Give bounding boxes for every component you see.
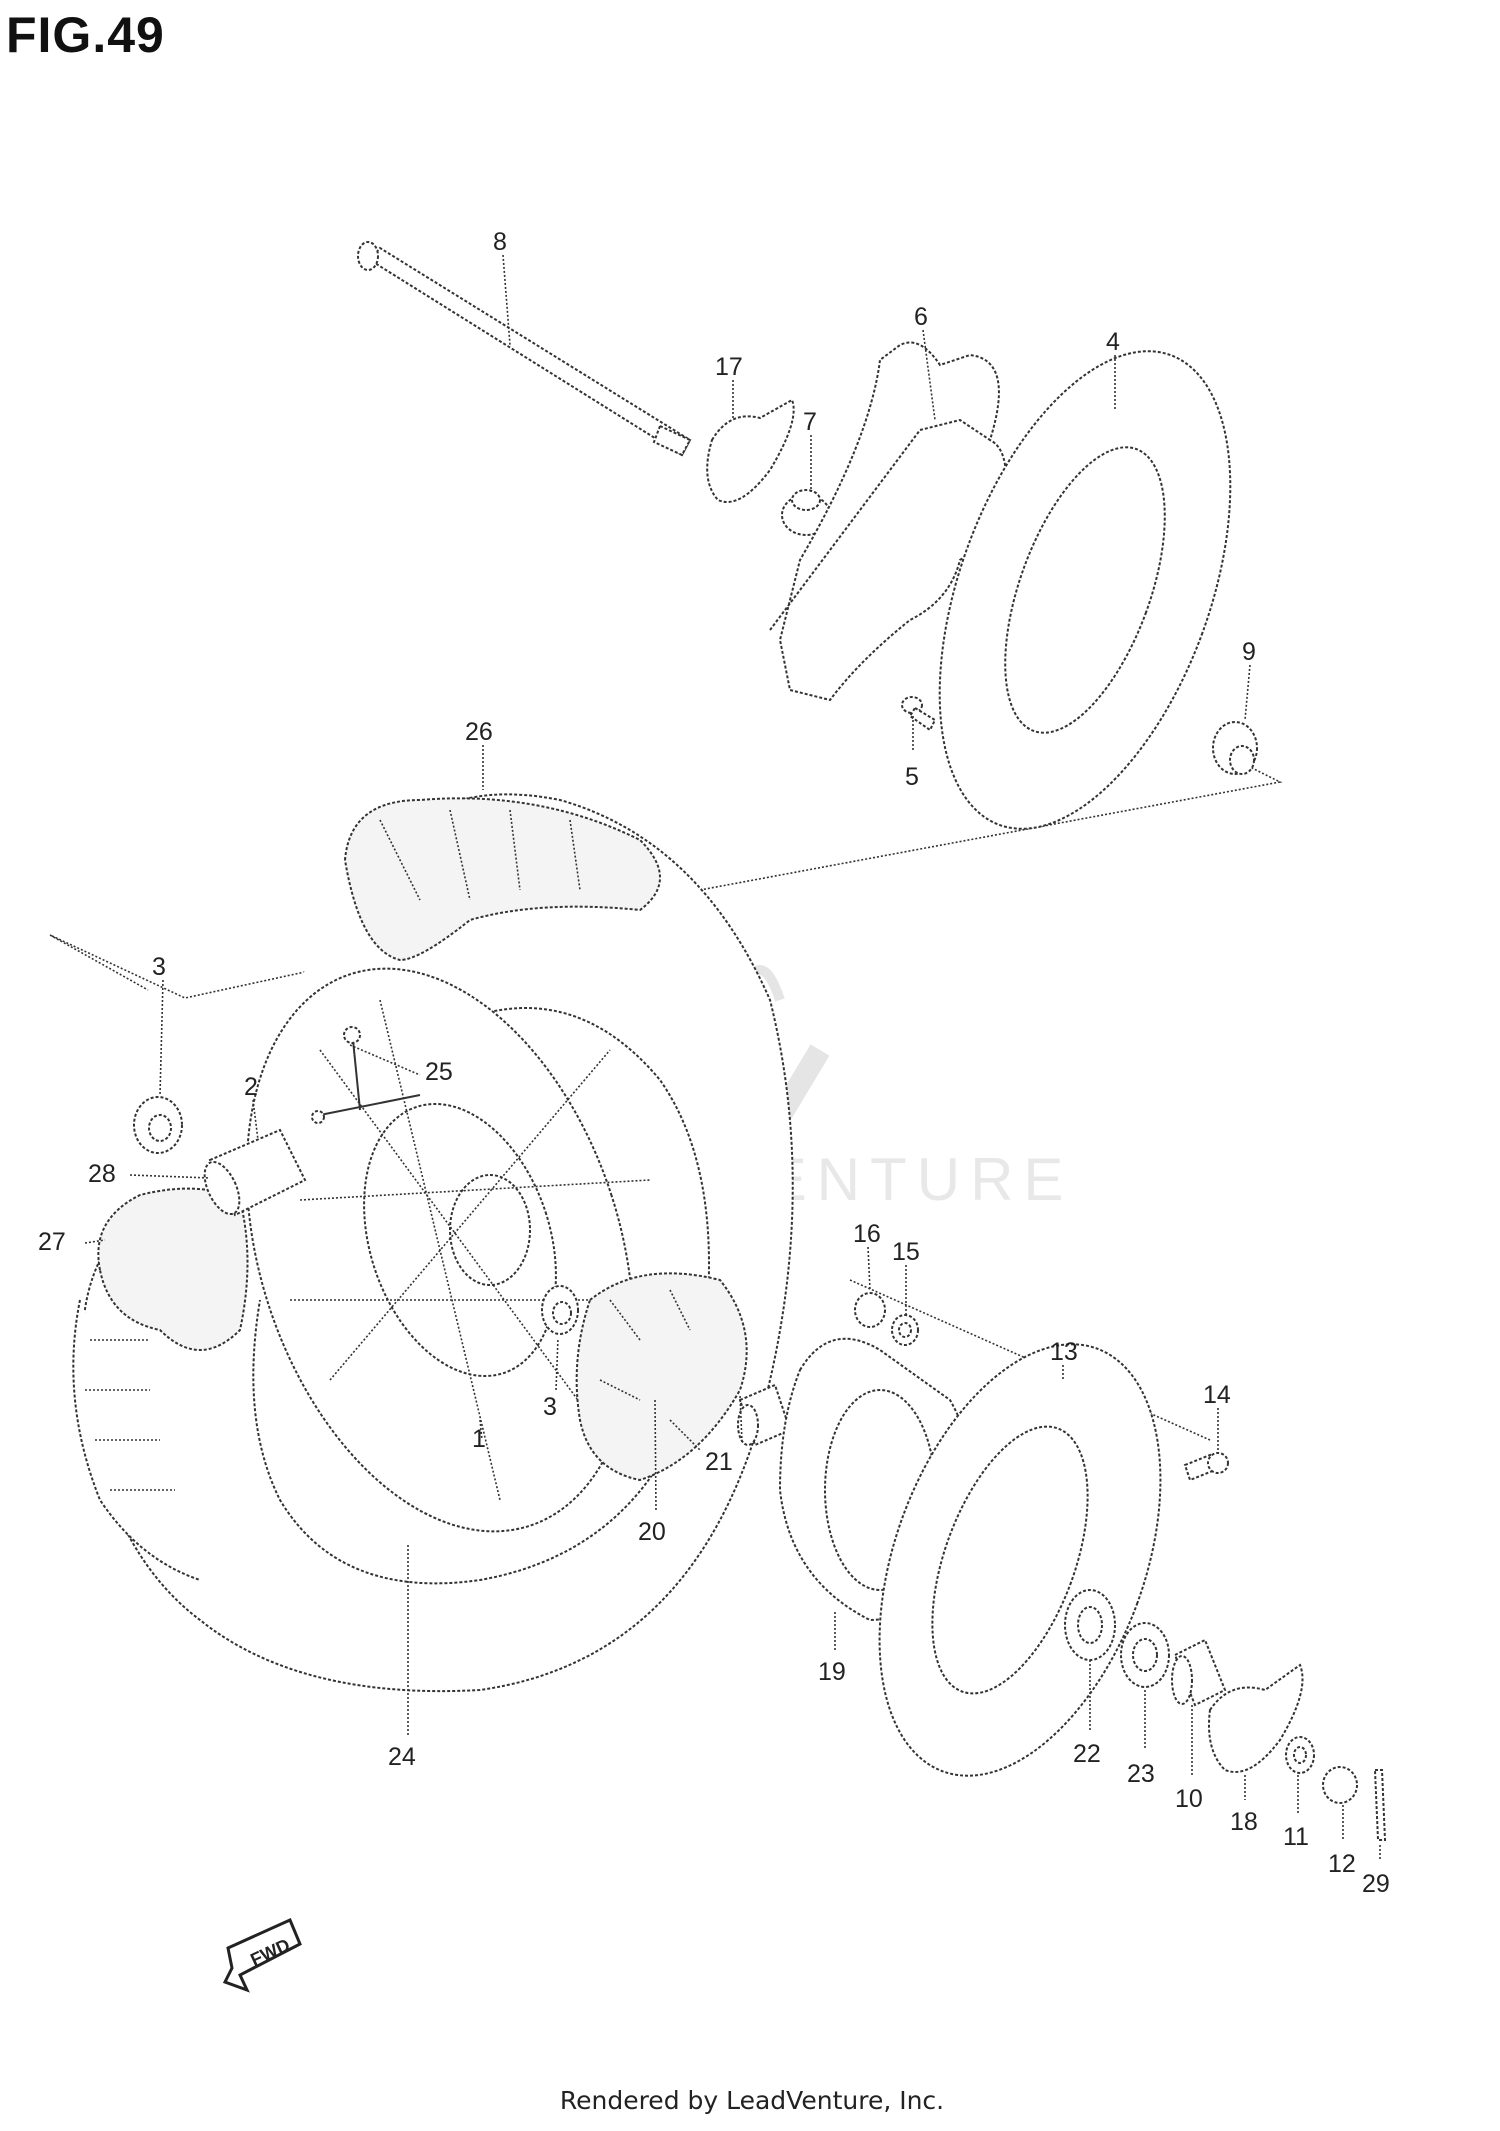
callout-13: 13 xyxy=(1050,1338,1078,1366)
chain-adjuster-part-18 xyxy=(1208,1663,1304,1773)
bearing-part-3-left xyxy=(133,1096,183,1154)
callout-labels: 8 17 7 6 4 5 9 26 3 2 25 28 27 3 1 20 21… xyxy=(38,228,1390,1898)
callout-15: 15 xyxy=(892,1238,920,1266)
callout-10: 10 xyxy=(1175,1785,1203,1813)
bearing-part-22 xyxy=(1064,1589,1116,1661)
bolt-part-5 xyxy=(901,696,937,732)
forward-direction-arrow: FWD xyxy=(222,1917,302,1993)
footer-text: Rendered by LeadVenture, Inc. xyxy=(559,2086,945,2115)
axle-part-8 xyxy=(357,241,692,457)
sprocket-part-13 xyxy=(878,1343,1162,1777)
nut-part-12 xyxy=(1322,1766,1358,1804)
callout-18: 18 xyxy=(1230,1808,1258,1836)
callout-3-left: 3 xyxy=(152,953,166,981)
callout-29: 29 xyxy=(1362,1870,1390,1898)
tube-part-27 xyxy=(97,1187,249,1351)
figure-title: FIG.49 xyxy=(6,7,165,63)
callout-16: 16 xyxy=(853,1220,881,1248)
oil-seal-part-23 xyxy=(1120,1622,1170,1688)
spacer-part-2 xyxy=(203,1128,307,1217)
callout-27: 27 xyxy=(38,1228,66,1256)
callout-4: 4 xyxy=(1106,328,1120,356)
callout-24: 24 xyxy=(388,1743,416,1771)
spacer-part-10 xyxy=(1171,1638,1227,1707)
tire-tread-part-27-lower xyxy=(72,1299,201,1581)
callout-leader-lines xyxy=(84,254,1381,1860)
callout-9: 9 xyxy=(1242,638,1256,666)
callout-7: 7 xyxy=(803,408,817,436)
cush-damper-part-20 xyxy=(575,1272,748,1482)
callout-20: 20 xyxy=(638,1518,666,1546)
spokes-part-25 xyxy=(311,1026,421,1124)
callout-2: 2 xyxy=(244,1073,258,1101)
callout-12: 12 xyxy=(1328,1850,1356,1878)
footer-credit: Rendered by LeadVenture, Inc. xyxy=(0,2086,1500,2115)
bolt-part-14 xyxy=(1183,1452,1229,1482)
callout-11: 11 xyxy=(1283,1823,1309,1851)
callout-6: 6 xyxy=(914,303,928,331)
tire-section-part-26 xyxy=(343,797,661,962)
callout-21: 21 xyxy=(705,1448,733,1476)
callout-3-right: 3 xyxy=(543,1393,557,1421)
callout-5: 5 xyxy=(905,763,919,791)
collar-part-9 xyxy=(1212,721,1258,775)
callout-14: 14 xyxy=(1203,1381,1231,1409)
bearing-part-3-right xyxy=(541,1285,579,1335)
nut-part-16 xyxy=(854,1292,886,1328)
cotter-pin-part-29 xyxy=(1373,1769,1387,1841)
callout-26: 26 xyxy=(465,718,493,746)
callout-8: 8 xyxy=(493,228,507,256)
callout-19: 19 xyxy=(818,1658,846,1686)
brake-disc-part-4 xyxy=(938,350,1232,830)
callout-25: 25 xyxy=(425,1058,453,1086)
callout-1: 1 xyxy=(472,1425,486,1453)
callout-22: 22 xyxy=(1073,1740,1101,1768)
callout-28: 28 xyxy=(88,1160,116,1188)
washer-part-15 xyxy=(891,1314,919,1346)
washer-part-11 xyxy=(1285,1736,1315,1774)
callout-23: 23 xyxy=(1127,1760,1155,1788)
chain-adjuster-part-17 xyxy=(706,398,795,503)
callout-17: 17 xyxy=(715,353,743,381)
